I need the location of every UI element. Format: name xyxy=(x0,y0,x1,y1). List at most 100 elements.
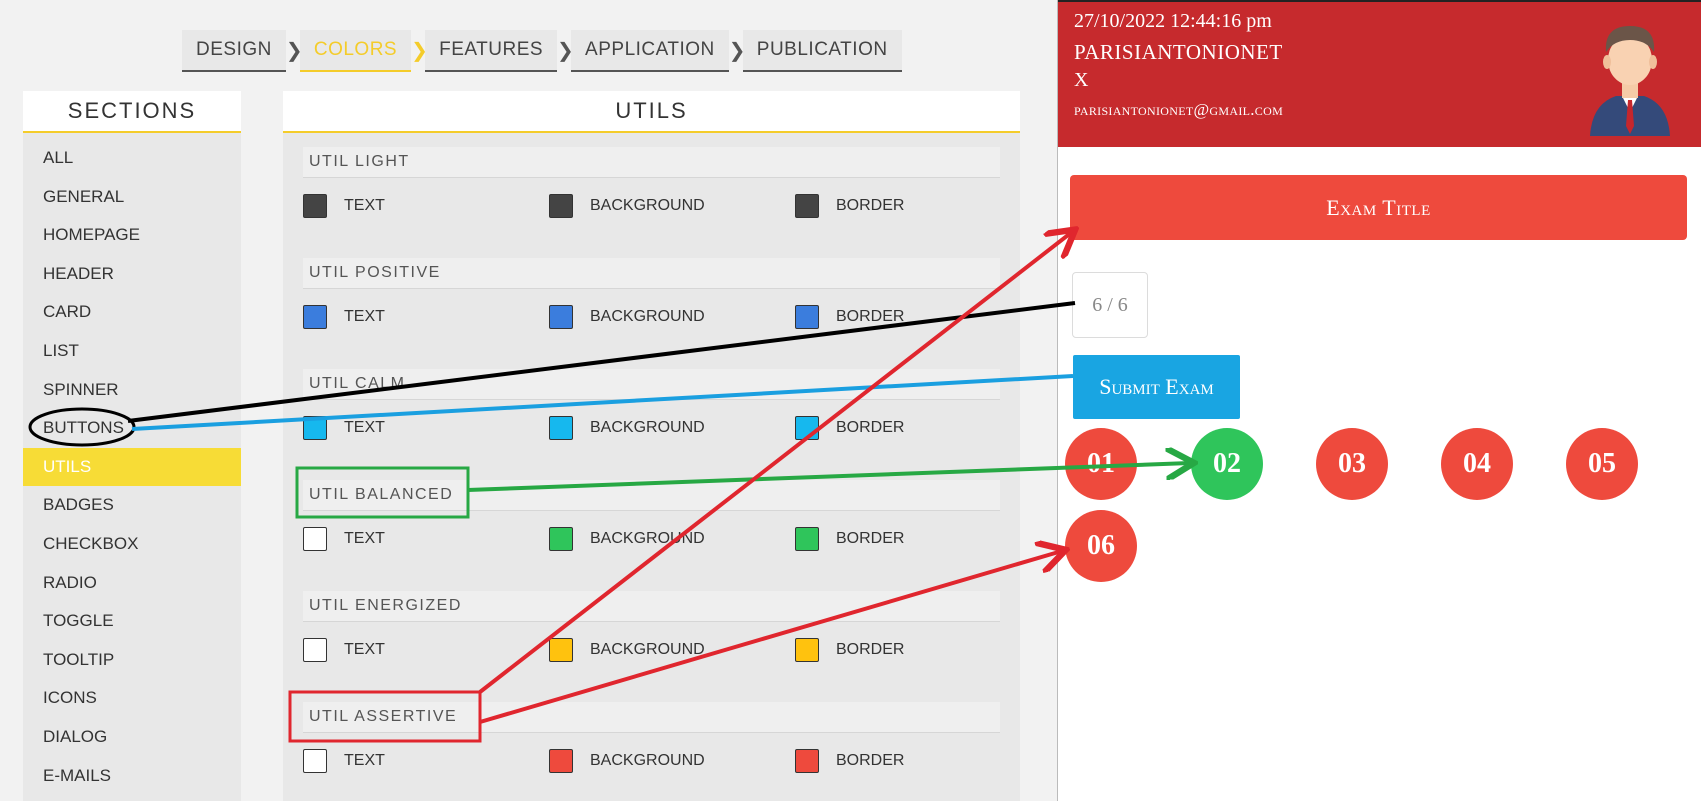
question-button-05[interactable]: 05 xyxy=(1566,428,1638,500)
question-counter: 6 / 6 xyxy=(1072,272,1148,338)
color-swatch[interactable] xyxy=(795,305,819,329)
app-preview: 27/10/2022 12:44:16 pm PARISIANTONIONET … xyxy=(1057,0,1702,801)
question-button-01[interactable]: 01 xyxy=(1065,428,1137,500)
util-swatch-row: TEXT BACKGROUND BORDER xyxy=(303,178,1000,234)
wizard-steps: DESIGN ❯ COLORS ❯ FEATURES ❯ APPLICATION… xyxy=(182,30,902,72)
submit-exam-button[interactable]: Submit Exam xyxy=(1073,355,1240,419)
color-swatch[interactable] xyxy=(303,749,327,773)
color-swatch[interactable] xyxy=(795,638,819,662)
section-item[interactable]: HEADER xyxy=(43,263,114,283)
swatch-label: BACKGROUND xyxy=(590,197,705,214)
color-swatch[interactable] xyxy=(303,638,327,662)
exam-title-button[interactable]: Exam Title xyxy=(1070,175,1687,240)
color-swatch[interactable] xyxy=(549,527,573,551)
util-text-color: TEXT xyxy=(303,416,385,440)
util-background-color: BACKGROUND xyxy=(549,527,705,551)
swatch-label: TEXT xyxy=(344,419,385,436)
question-button-03[interactable]: 03 xyxy=(1316,428,1388,500)
swatch-label: BORDER xyxy=(836,641,905,658)
util-text-color: TEXT xyxy=(303,305,385,329)
swatch-label: BORDER xyxy=(836,752,905,769)
section-item[interactable]: ICONS xyxy=(43,688,97,708)
util-border-color: BORDER xyxy=(795,749,904,773)
swatch-label: BORDER xyxy=(836,197,905,214)
swatch-label: BACKGROUND xyxy=(590,308,705,325)
color-swatch[interactable] xyxy=(549,638,573,662)
step-application[interactable]: APPLICATION xyxy=(571,30,729,72)
util-group-title: UTIL ASSERTIVE xyxy=(303,702,1000,733)
util-background-color: BACKGROUND xyxy=(549,194,705,218)
step-features[interactable]: FEATURES xyxy=(425,30,558,72)
section-item[interactable]: TOGGLE xyxy=(43,611,114,631)
util-group: UTIL POSITIVE TEXT BACKGROUND BORDER xyxy=(303,258,1000,345)
util-border-color: BORDER xyxy=(795,194,904,218)
question-button-06[interactable]: 06 xyxy=(1065,510,1137,582)
swatch-label: TEXT xyxy=(344,752,385,769)
section-item[interactable]: RADIO xyxy=(43,572,97,592)
color-swatch[interactable] xyxy=(795,749,819,773)
color-swatch[interactable] xyxy=(549,194,573,218)
swatch-label: TEXT xyxy=(344,308,385,325)
util-swatch-row: TEXT BACKGROUND BORDER xyxy=(303,400,1000,456)
util-swatch-row: TEXT BACKGROUND BORDER xyxy=(303,622,1000,678)
section-item[interactable]: HOMEPAGE xyxy=(43,225,140,245)
util-background-color: BACKGROUND xyxy=(549,416,705,440)
swatch-label: TEXT xyxy=(344,197,385,214)
sections-panel: SECTIONS ALL GENERAL HOMEPAGE HEADER CAR… xyxy=(23,91,241,801)
util-group-title: UTIL POSITIVE xyxy=(303,258,1000,289)
section-item[interactable]: SPINNER xyxy=(43,379,119,399)
section-item[interactable]: CARD xyxy=(43,302,92,322)
close-x-text[interactable]: X xyxy=(1074,69,1089,91)
step-colors[interactable]: COLORS xyxy=(299,30,412,72)
color-swatch[interactable] xyxy=(549,749,573,773)
color-swatch[interactable] xyxy=(549,416,573,440)
swatch-label: BACKGROUND xyxy=(590,641,705,658)
question-button-04[interactable]: 04 xyxy=(1441,428,1513,500)
swatch-label: BORDER xyxy=(836,419,905,436)
section-item-utils[interactable]: UTILS xyxy=(23,447,241,487)
color-swatch[interactable] xyxy=(303,527,327,551)
util-group: UTIL BALANCED TEXT BACKGROUND BORDER xyxy=(303,480,1000,567)
section-item[interactable]: TOOLTIP xyxy=(43,649,115,669)
utils-title: UTILS xyxy=(283,91,1020,133)
color-swatch[interactable] xyxy=(303,305,327,329)
util-text-color: TEXT xyxy=(303,638,385,662)
util-group: UTIL LIGHT TEXT BACKGROUND BORDER xyxy=(303,147,1000,234)
avatar-icon xyxy=(1590,26,1670,136)
color-swatch[interactable] xyxy=(303,194,327,218)
swatch-label: BORDER xyxy=(836,530,905,547)
step-publication[interactable]: PUBLICATION xyxy=(742,30,902,72)
color-swatch[interactable] xyxy=(303,416,327,440)
util-border-color: BORDER xyxy=(795,638,904,662)
chevron-right-icon: ❯ xyxy=(411,40,428,62)
swatch-label: BACKGROUND xyxy=(590,419,705,436)
section-item[interactable]: ALL xyxy=(43,148,74,167)
step-design[interactable]: DESIGN xyxy=(182,30,286,72)
color-swatch[interactable] xyxy=(549,305,573,329)
email-text: parisiantonionet@gmail.com xyxy=(1074,100,1284,119)
user-header: 27/10/2022 12:44:16 pm PARISIANTONIONET … xyxy=(1058,0,1701,147)
color-swatch[interactable] xyxy=(795,194,819,218)
section-item[interactable]: CHECKBOX xyxy=(43,533,139,553)
swatch-label: TEXT xyxy=(344,530,385,547)
util-group-title: UTIL BALANCED xyxy=(303,480,1000,511)
section-item[interactable]: DIALOG xyxy=(43,726,108,746)
question-button-02[interactable]: 02 xyxy=(1191,428,1263,500)
sections-title: SECTIONS xyxy=(23,91,241,133)
util-group-title: UTIL LIGHT xyxy=(303,147,1000,178)
section-item[interactable]: BADGES xyxy=(43,495,114,515)
section-item[interactable]: E-MAILS xyxy=(43,765,112,785)
util-border-color: BORDER xyxy=(795,416,904,440)
section-item-buttons[interactable]: BUTTONS xyxy=(43,418,124,438)
color-swatch[interactable] xyxy=(795,416,819,440)
section-item[interactable]: LIST xyxy=(43,340,79,360)
chevron-right-icon: ❯ xyxy=(728,40,746,62)
swatch-label: BORDER xyxy=(836,308,905,325)
section-item[interactable]: GENERAL xyxy=(43,186,125,206)
util-swatch-row: TEXT BACKGROUND BORDER xyxy=(303,511,1000,567)
color-swatch[interactable] xyxy=(795,527,819,551)
datetime-text: 27/10/2022 12:44:16 pm xyxy=(1074,10,1272,32)
util-swatch-row: TEXT BACKGROUND BORDER xyxy=(303,289,1000,345)
